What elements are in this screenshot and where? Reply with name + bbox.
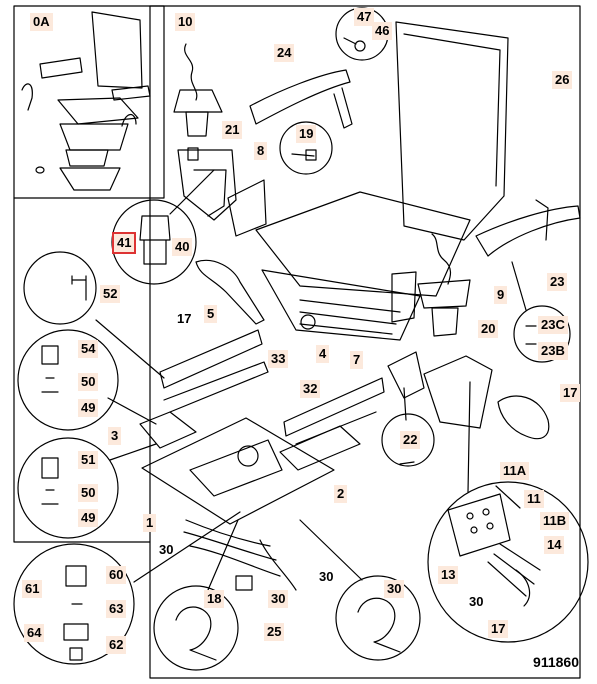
- part-label-22[interactable]: 22: [400, 431, 421, 449]
- detail-circle-18: [153, 585, 239, 671]
- detail-circle-bolts-23: [513, 305, 571, 363]
- bracket-3: [139, 411, 197, 449]
- overview-seat-illustration: [21, 11, 151, 191]
- part-label-11[interactable]: 11: [524, 490, 544, 508]
- part-label-17-b[interactable]: 17: [560, 384, 581, 402]
- part-label-9[interactable]: 9: [494, 286, 508, 304]
- inset-frame-overview: [13, 5, 165, 199]
- part-label-10[interactable]: 10: [175, 13, 196, 31]
- left-frame: [13, 197, 151, 543]
- part-label-14[interactable]: 14: [544, 536, 565, 554]
- part-label-20[interactable]: 20: [478, 320, 499, 338]
- part-label-30-c[interactable]: 30: [384, 580, 405, 598]
- part-label-17-c[interactable]: 17: [488, 620, 509, 638]
- part-label-19[interactable]: 19: [296, 125, 317, 143]
- part-label-0A[interactable]: 0A: [30, 13, 53, 31]
- armrest-left: [249, 69, 351, 125]
- part-label-23C[interactable]: 23C: [538, 316, 568, 334]
- part-label-62[interactable]: 62: [106, 636, 127, 654]
- joystick-right-illustration: [417, 233, 471, 337]
- part-label-52[interactable]: 52: [100, 285, 121, 303]
- part-label-7[interactable]: 7: [350, 351, 364, 369]
- part-label-63[interactable]: 63: [106, 600, 127, 618]
- part-label-3[interactable]: 3: [108, 427, 122, 445]
- grommet-17-left: [195, 259, 265, 325]
- part-label-41[interactable]: 41: [111, 232, 137, 254]
- wiring-harness-30: [183, 519, 297, 591]
- part-label-49-b[interactable]: 49: [78, 509, 99, 527]
- bracket-2: [279, 425, 361, 471]
- part-label-47[interactable]: 47: [354, 8, 375, 26]
- base-plate-1: [141, 417, 335, 525]
- part-label-50-a[interactable]: 50: [78, 373, 99, 391]
- detail-circle-54: [17, 329, 119, 431]
- part-label-30-a[interactable]: 30: [159, 542, 174, 557]
- joystick-left-illustration: [173, 43, 223, 161]
- detail-circle-22: [381, 413, 435, 467]
- detail-circle-bolt-19: [279, 121, 333, 175]
- part-label-30-e[interactable]: 30: [268, 590, 289, 608]
- part-label-54[interactable]: 54: [78, 340, 99, 358]
- part-label-21[interactable]: 21: [222, 121, 243, 139]
- bolt-47: [343, 37, 357, 45]
- suspension-knob-panel: [391, 271, 417, 323]
- connector-plate: [447, 493, 511, 557]
- part-label-26[interactable]: 26: [552, 71, 573, 89]
- cable-tie-30: [357, 597, 401, 653]
- part-label-25[interactable]: 25: [264, 623, 285, 641]
- armrest-right: [475, 205, 581, 257]
- detail-circle-30: [335, 575, 421, 661]
- part-label-32[interactable]: 32: [300, 380, 321, 398]
- connector-housing-20: [423, 355, 493, 429]
- bracket-7: [387, 351, 425, 399]
- console-bracket-21: [177, 149, 237, 221]
- detail-circle-switch: [111, 199, 197, 285]
- part-label-2[interactable]: 2: [334, 485, 348, 503]
- figure-reference-number: 911860: [533, 654, 579, 670]
- part-label-64[interactable]: 64: [24, 624, 45, 642]
- part-label-4[interactable]: 4: [316, 345, 330, 363]
- part-label-46[interactable]: 46: [372, 22, 393, 40]
- part-label-49-a[interactable]: 49: [78, 399, 99, 417]
- rail-4: [283, 377, 385, 437]
- main-frame: [149, 5, 581, 679]
- grommet-17: [497, 395, 550, 440]
- detail-circle-hardware: [13, 543, 135, 665]
- plate-8: [227, 179, 267, 237]
- part-label-50-b[interactable]: 50: [78, 484, 99, 502]
- part-label-11A[interactable]: 11A: [500, 462, 530, 480]
- part-label-13[interactable]: 13: [438, 566, 459, 584]
- part-label-5[interactable]: 5: [204, 305, 218, 323]
- part-label-30-d[interactable]: 30: [469, 594, 484, 609]
- part-label-40[interactable]: 40: [172, 238, 193, 256]
- part-label-60[interactable]: 60: [106, 566, 127, 584]
- part-label-17-a[interactable]: 17: [177, 311, 192, 326]
- part-label-61[interactable]: 61: [22, 580, 43, 598]
- part-label-8[interactable]: 8: [254, 142, 268, 160]
- bolt-19: [291, 153, 315, 157]
- part-label-24[interactable]: 24: [274, 44, 295, 62]
- seat-suspension: [261, 269, 421, 341]
- backrest-26: [395, 21, 509, 241]
- part-label-23B[interactable]: 23B: [538, 342, 568, 360]
- part-label-51[interactable]: 51: [78, 451, 99, 469]
- detail-circle-52: [23, 251, 97, 325]
- cable-tie-18: [175, 606, 217, 661]
- detail-circle-51: [17, 437, 119, 539]
- seat-cushion: [255, 191, 471, 297]
- part-label-30-b[interactable]: 30: [319, 569, 334, 584]
- part-label-23[interactable]: 23: [547, 273, 568, 291]
- part-label-33[interactable]: 33: [268, 350, 289, 368]
- detail-circle-connector: [427, 481, 589, 643]
- part-label-1[interactable]: 1: [143, 514, 157, 532]
- part-label-11B[interactable]: 11B: [540, 512, 570, 530]
- part-label-18[interactable]: 18: [204, 590, 225, 608]
- rail-5: [159, 329, 263, 389]
